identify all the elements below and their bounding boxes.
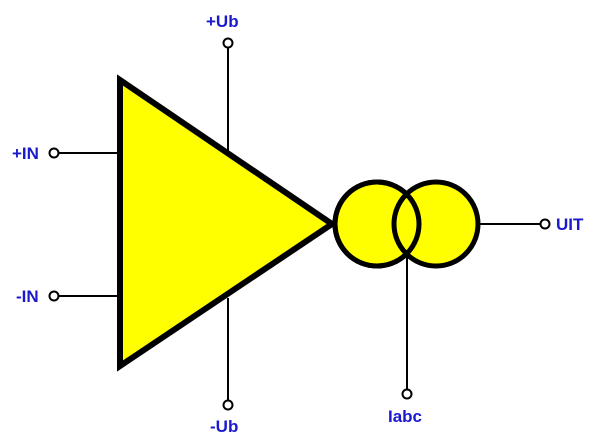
neg-input-terminal	[48, 290, 60, 302]
pos-input-terminal	[48, 147, 60, 159]
neg-input-label: -IN	[16, 287, 39, 306]
output-label: UIT	[556, 215, 584, 234]
neg-supply-terminal	[222, 399, 234, 411]
bias-current-label: Iabc	[388, 407, 422, 426]
neg-supply-label: -Ub	[210, 417, 238, 436]
pos-input-label: +IN	[12, 144, 39, 163]
amplifier-triangle	[117, 74, 338, 372]
current-source-circle-left-outline	[332, 179, 422, 269]
output-terminal	[539, 218, 551, 230]
pos-supply-label: +Ub	[206, 12, 239, 31]
pos-supply-terminal	[222, 37, 234, 49]
bias-current-terminal	[401, 388, 413, 400]
